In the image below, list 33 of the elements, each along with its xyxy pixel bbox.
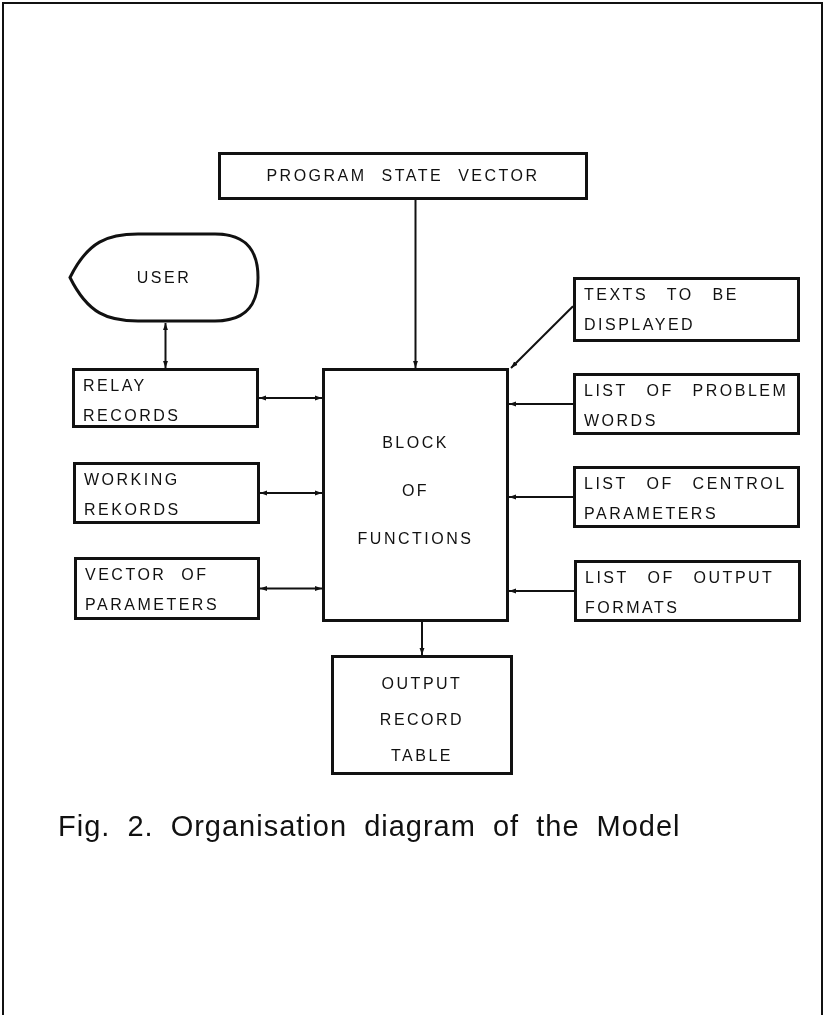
process-box [72,368,259,428]
box-label: VECTOR OF PARAMETERS [85,565,221,615]
box-label: TEXTS TO BE DISPLAYED [584,285,740,335]
process-box [74,557,260,620]
process-box [573,466,800,528]
box-label: USER [135,267,193,288]
arrow [419,621,425,656]
process-box [73,462,260,524]
arrow [259,586,323,591]
arrow [508,588,575,594]
arrow [413,199,418,369]
arrow [510,305,574,369]
figure-caption: Fig. 2. Organisation diagram of the Model [58,810,681,843]
process-box [573,277,800,342]
box-label: LIST OF CENTROL PARAMETERS [584,474,787,524]
process-box [574,560,801,622]
terminal-shape [68,232,260,323]
box-label: LIST OF OUTPUT FORMATS [585,568,776,618]
box-label: WORKING REKORDS [84,470,182,520]
box-label: OUTPUT RECORD TABLE [378,674,466,766]
process-box [331,655,513,775]
arrow [508,401,574,407]
process-box [218,152,588,200]
process-box [573,373,800,435]
box-label: PROGRAM STATE VECTOR [265,166,541,186]
arrow [508,494,574,500]
arrow [163,322,168,369]
box-label: LIST OF PROBLEM WORDS [584,381,790,431]
arrow [259,490,323,496]
box-label: RELAY RECORDS [83,376,182,426]
box-label: BLOCK OF FUNCTIONS [356,433,475,549]
arrow [258,395,323,401]
process-box [322,368,509,622]
